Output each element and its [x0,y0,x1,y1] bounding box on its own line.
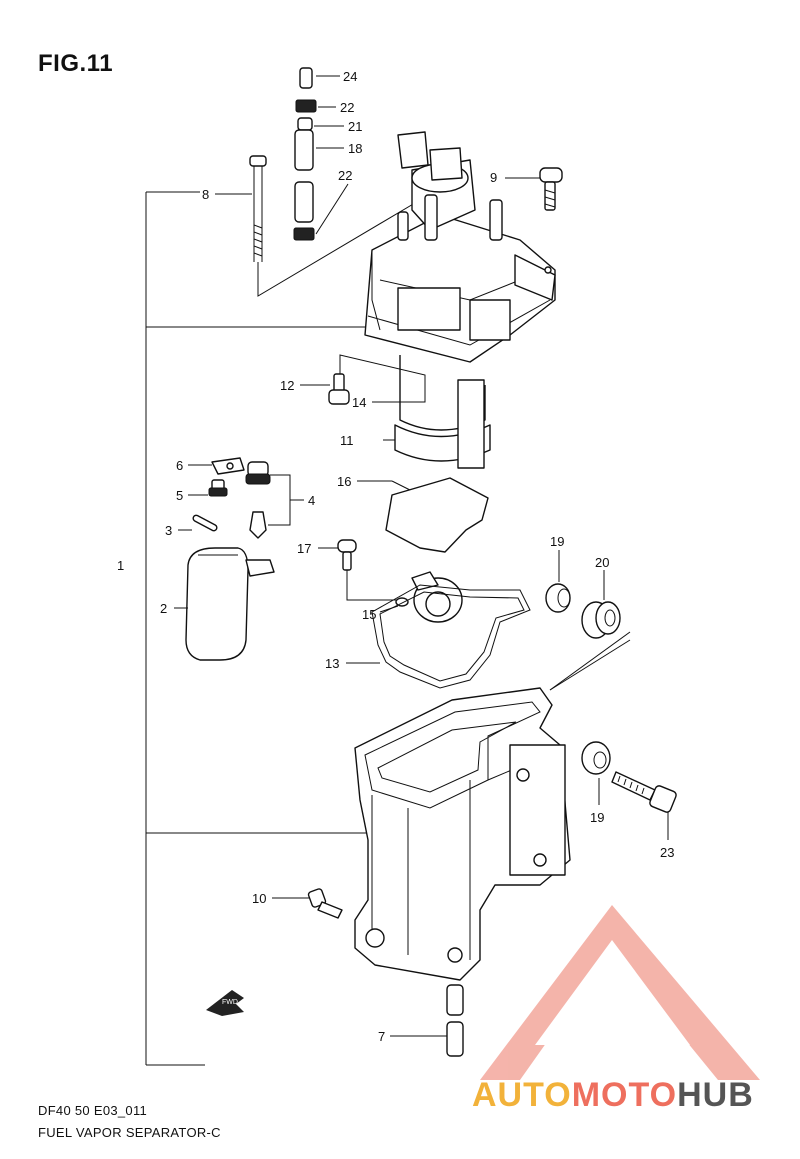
watermark-brand-text: AUTOMOTOHUB [472,1076,754,1115]
part-8-long-bolt [215,155,421,297]
assembly-bracket [145,191,370,1066]
part-17-screw [318,539,398,601]
part-11-vapor-separator-pump [364,131,556,469]
part-12-screw [300,373,350,405]
part-4-needle-valve [245,461,304,539]
part-10-screw [272,888,343,919]
brand-part-hub: HUB [677,1076,754,1114]
callout-12: 12 [280,378,294,393]
callout-22b: 22 [338,168,352,183]
part-5-screw [188,479,228,497]
diagram-code: DF40 50 E03_011 [38,1103,148,1118]
callout-4: 4 [308,493,315,508]
leader-14 [339,354,426,403]
callout-24: 24 [343,69,357,84]
part-21-pipe [297,117,344,131]
callout-6: 6 [176,458,183,473]
part-23-bolt [611,771,677,840]
part-9-screw [505,167,563,211]
callout-23: 23 [660,845,674,860]
callout-7: 7 [378,1029,385,1044]
callout-11: 11 [340,433,354,448]
part-19-grommet-lower [581,741,611,805]
callout-2: 2 [160,601,167,616]
callout-8: 8 [202,187,209,202]
part-2-float [174,547,275,661]
part-20-grommet [549,570,631,691]
callout-13: 13 [325,656,339,671]
part-16-plate [357,477,489,553]
callout-15: 15 [362,607,376,622]
part-6-float-arm [188,457,245,475]
figure-title: FIG.11 [38,50,114,77]
callout-19a: 19 [550,534,564,549]
callout-18: 18 [348,141,362,156]
part-18-hose [294,129,344,223]
callout-22: 22 [340,100,354,115]
part-19-grommet-upper [545,550,571,613]
callout-5: 5 [176,488,183,503]
part-15-sensor [379,571,463,623]
callout-9: 9 [490,170,497,185]
callout-19b: 19 [590,810,604,825]
fwd-label: FWD [222,999,238,1006]
part-3-pin [178,514,218,532]
callout-17: 17 [297,541,311,556]
fwd-arrow-icon: FWD [206,990,244,1016]
brand-part-auto: AUTO [472,1076,572,1114]
callout-3: 3 [165,523,172,538]
part-7-pipe [390,984,464,1057]
part-22-clip-lower [293,183,349,241]
part-13-gasket [346,584,531,689]
callout-20: 20 [595,555,609,570]
part-24-fitting [299,67,340,89]
lower-housing-body [354,639,631,981]
callout-16: 16 [337,474,351,489]
diagram-caption: FUEL VAPOR SEPARATOR-C [38,1125,221,1140]
brand-part-moto: MOTO [571,1076,678,1114]
part-22-clip-upper [295,99,336,113]
callout-21: 21 [348,119,362,134]
callout-14: 14 [352,395,366,410]
watermark-logo-mark [480,905,760,1080]
callout-1: 1 [117,558,124,573]
callout-10: 10 [252,891,266,906]
